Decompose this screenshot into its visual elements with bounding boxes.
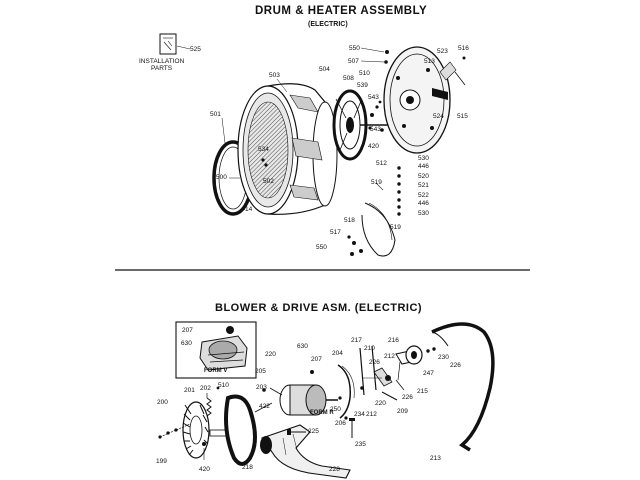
part-callout: 228: [329, 466, 340, 473]
part-callout: 225: [308, 428, 319, 435]
part-callout: 501: [210, 111, 221, 118]
part-callout: 550: [316, 244, 327, 251]
blower-spring: [206, 386, 220, 417]
part-callout: 205: [255, 368, 266, 375]
part-callout: 200: [157, 399, 168, 406]
part-callout: 220: [265, 351, 276, 358]
part-callout: 226: [450, 362, 461, 369]
part-callout: 630: [297, 343, 308, 350]
drum-rear-plate: [332, 89, 368, 161]
bottom-section-title: BLOWER & DRIVE ASM. (ELECTRIC): [215, 302, 423, 314]
part-callout: 420: [199, 466, 210, 473]
part-callout: 217: [351, 337, 362, 344]
part-callout: 210: [364, 345, 375, 352]
bearing-stack: [397, 166, 401, 216]
top-section-title: DRUM & HEATER ASSEMBLY: [255, 5, 428, 17]
part-callout: 502: [263, 178, 274, 185]
part-callout: 530: [418, 210, 429, 217]
part-callout: 247: [423, 370, 434, 377]
fastener-screws: [287, 396, 355, 438]
part-callout: 518: [344, 217, 355, 224]
part-callout: 202: [200, 385, 211, 392]
part-callout: 520: [418, 173, 429, 180]
part-callout: 508: [343, 75, 354, 82]
part-callout: 530: [418, 155, 429, 162]
drum-shaft-hardware: [360, 47, 389, 132]
part-callout: 226: [369, 359, 380, 366]
form-v-label: FORM V: [204, 368, 228, 374]
part-callout: 503: [269, 72, 280, 79]
drum-drive-belt: [431, 322, 495, 452]
part-callout: 213: [430, 455, 441, 462]
part-callout: 203: [256, 384, 267, 391]
part-callout: 422: [259, 403, 270, 410]
part-callout: 201: [184, 387, 195, 394]
blower-screws: [158, 423, 206, 460]
drum-belt-loop: [347, 182, 396, 257]
part-callout: 513: [424, 58, 435, 65]
part-callout: 510: [218, 382, 229, 389]
installation-parts-label-line2: PARTS: [151, 65, 173, 72]
part-callout: 207: [311, 356, 322, 363]
part-callout: 523: [437, 48, 448, 55]
top-section-subtitle: (ELECTRIC): [308, 21, 348, 28]
part-callout: 524: [433, 113, 444, 120]
idler-assembly: [359, 345, 398, 401]
part-callout: 446: [418, 200, 429, 207]
drive-motor: [254, 370, 338, 416]
part-callout: 504: [319, 66, 330, 73]
part-callout: 519: [390, 224, 401, 231]
blower-wheel: [182, 401, 227, 459]
part-callout: 510: [359, 70, 370, 77]
part-callout: 521: [418, 182, 429, 189]
part-callout: 446: [418, 163, 429, 170]
part-callout: 14: [245, 206, 253, 213]
part-callout: 206: [335, 420, 346, 427]
part-callout: 204: [332, 350, 343, 357]
part-callout: 500: [216, 174, 227, 181]
part-callout: 550: [349, 45, 360, 52]
part-callout: 517: [330, 229, 341, 236]
part-callout: 207: [182, 327, 193, 334]
form-v-inset: [175, 321, 257, 379]
part-callout: 420: [368, 143, 379, 150]
part-callout: 220: [375, 400, 386, 407]
part-callout: 230: [438, 354, 449, 361]
part-callout: 543: [368, 94, 379, 101]
exhaust-duct: [260, 424, 351, 479]
heater-housing: [383, 46, 466, 154]
drum: [237, 78, 338, 215]
part-callout: 250: [330, 406, 341, 413]
part-callout: 215: [417, 388, 428, 395]
form-r-label: FORM R: [310, 410, 334, 416]
part-callout: 512: [376, 160, 387, 167]
part-callout: 522: [418, 192, 429, 199]
part-callout: 519: [371, 179, 382, 186]
installation-parts-packet: [159, 33, 191, 55]
idler-pulley: [395, 345, 436, 391]
part-callout: 216: [388, 337, 399, 344]
motor-mount-bracket: [337, 364, 364, 420]
part-callout: 234: [354, 411, 365, 418]
installation-parts-label-line1: INSTALLATION: [139, 58, 185, 65]
part-callout: 516: [458, 45, 469, 52]
part-callout: 209: [397, 408, 408, 415]
part-callout: 525: [190, 46, 201, 53]
part-callout: 199: [156, 458, 167, 465]
part-callout: 630: [181, 340, 192, 347]
part-callout: 226: [402, 394, 413, 401]
part-callout: 212: [384, 353, 395, 360]
drive-belt: [224, 394, 257, 466]
part-callout: 212: [366, 411, 377, 418]
part-callout: 534: [258, 146, 269, 153]
part-callout: 539: [357, 82, 368, 89]
part-callout: 235: [355, 441, 366, 448]
part-callout: 515: [457, 113, 468, 120]
part-callout: 543: [370, 126, 381, 133]
part-callout: 507: [348, 58, 359, 65]
part-callout: 218: [242, 464, 253, 471]
